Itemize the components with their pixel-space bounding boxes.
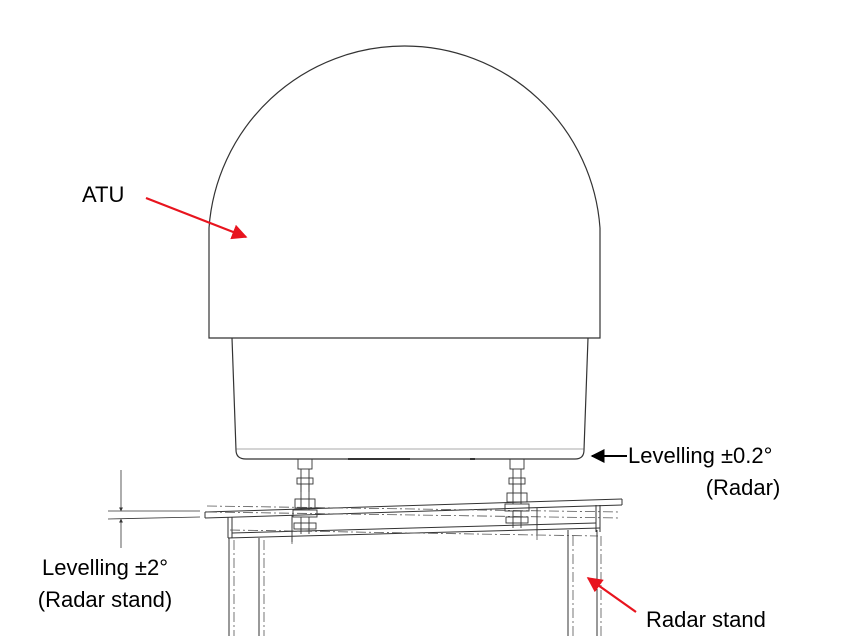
stand-top-plate: [204, 498, 623, 539]
angle-dimension-marks: [107, 470, 201, 548]
left-levelling-bolt: [292, 458, 318, 534]
radar-stand-label: Radar stand: [646, 607, 766, 632]
levelling-stand-label: Levelling ±2°: [41, 555, 169, 580]
stand-left-leg: [228, 538, 260, 636]
levelling-radar-label: Levelling ±0.2°: [628, 443, 773, 468]
levelling-radar-sublabel: (Radar): [705, 475, 781, 500]
atu-arrow: [145, 196, 248, 240]
stand-plate-alt-position: [206, 505, 621, 544]
radar-stand-arrow: [586, 577, 637, 613]
levelling-stand-sublabel: (Radar stand): [37, 587, 173, 612]
atu-label: ATU: [82, 182, 125, 207]
atu-base: [231, 337, 589, 460]
stand-right-leg: [567, 530, 598, 636]
atu-dome: [208, 45, 601, 339]
right-levelling-bolt: [504, 458, 530, 528]
